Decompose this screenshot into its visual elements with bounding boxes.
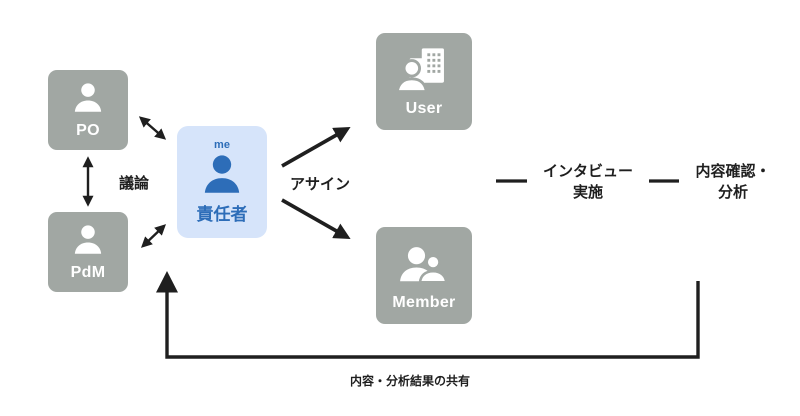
arrow-pdm-owner (141, 224, 166, 248)
label-analysis: 内容確認・ 分析 (695, 163, 771, 201)
feedback-line (165, 281, 700, 359)
node-member-label: Member (392, 294, 456, 311)
owner-person-icon (204, 155, 240, 193)
label-assign: アサイン (289, 176, 350, 193)
node-member: Member (376, 227, 472, 324)
owner-me-badge: me (214, 139, 230, 151)
user-building-icon (395, 48, 444, 94)
node-pdm: PdM (48, 212, 128, 292)
label-discussion: 議論 (118, 175, 149, 192)
node-owner-label: 責任者 (196, 205, 248, 224)
node-user: User (376, 33, 472, 130)
node-user-label: User (405, 100, 443, 117)
members-icon (400, 247, 448, 284)
node-po: PO (48, 70, 128, 150)
arrow-assign-member (281, 198, 351, 240)
feedback-arrowhead (156, 271, 178, 293)
label-share: 内容・分析結果の共有 (349, 374, 470, 388)
person-icon (74, 83, 102, 112)
node-po-label: PO (76, 122, 100, 139)
node-pdm-label: PdM (70, 264, 106, 281)
person-icon (74, 225, 102, 254)
label-interview: インタビュー 実施 (542, 163, 633, 201)
arrow-assign-user (281, 126, 351, 168)
node-owner: me 責任者 (177, 126, 267, 238)
arrow-po-owner (138, 116, 167, 140)
